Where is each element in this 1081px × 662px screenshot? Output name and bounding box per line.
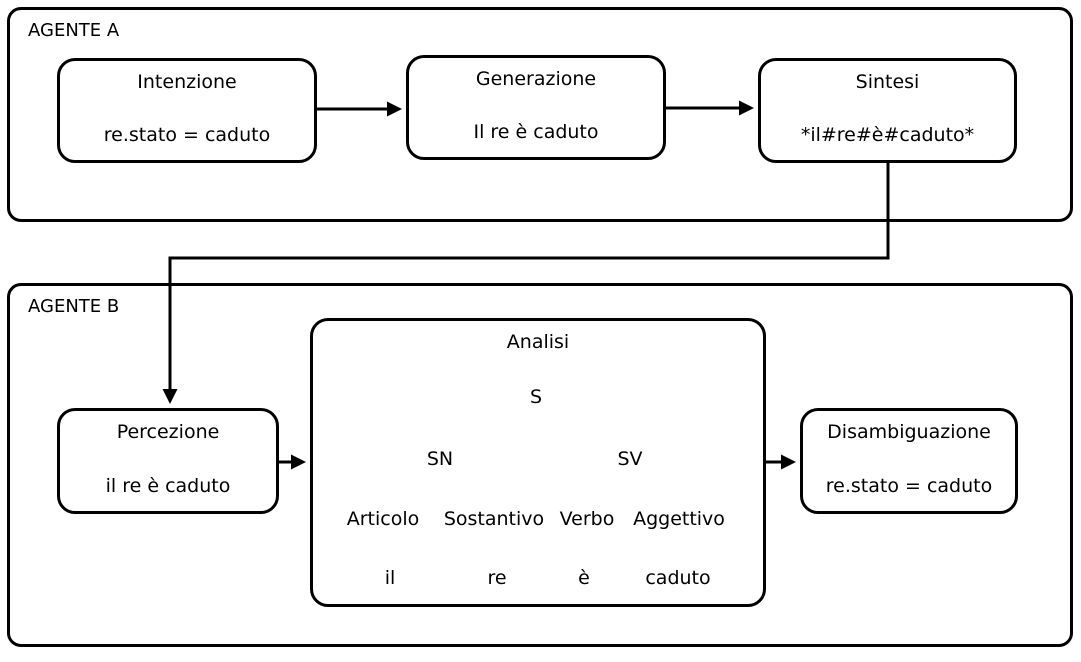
disambiguazione-box: Disambiguazione re.stato = caduto <box>800 408 1018 514</box>
tree-node-sostantivo: Sostantivo <box>441 508 547 530</box>
generazione-box: Generazione Il re è caduto <box>406 55 666 160</box>
intenzione-content: re.stato = caduto <box>103 124 271 146</box>
analisi-title: Analisi <box>506 331 570 353</box>
tree-leaf-e: è <box>576 567 592 589</box>
tree-leaf-il: il <box>382 567 398 589</box>
tree-node-verbo: Verbo <box>557 508 617 530</box>
agent-a-container: AGENTE A <box>7 7 1073 222</box>
disambiguazione-content: re.stato = caduto <box>825 475 993 497</box>
tree-leaf-caduto: caduto <box>643 567 713 589</box>
disambiguazione-title: Disambiguazione <box>827 421 991 443</box>
intenzione-box: Intenzione re.stato = caduto <box>57 58 317 163</box>
agent-b-label: AGENTE B <box>28 296 120 317</box>
percezione-content: il re è caduto <box>105 475 231 497</box>
tree-leaf-re: re <box>485 567 509 589</box>
intenzione-title: Intenzione <box>137 71 237 93</box>
generazione-title: Generazione <box>475 68 597 90</box>
agent-b-container: AGENTE B <box>7 283 1073 647</box>
percezione-title: Percezione <box>116 421 220 443</box>
sintesi-content: *il#re#è#caduto* <box>800 124 975 146</box>
generazione-content: Il re è caduto <box>473 121 599 143</box>
tree-node-articolo: Articolo <box>344 508 422 530</box>
tree-node-sv: SV <box>615 448 645 470</box>
analisi-box: Analisi <box>310 318 766 607</box>
tree-node-sn: SN <box>424 448 456 470</box>
sintesi-box: Sintesi *il#re#è#caduto* <box>758 58 1017 163</box>
percezione-box: Percezione il re è caduto <box>57 408 279 514</box>
sintesi-title: Sintesi <box>855 71 920 93</box>
tree-node-aggettivo: Aggettivo <box>631 508 727 530</box>
agent-a-label: AGENTE A <box>28 20 120 41</box>
tree-node-s: S <box>527 386 545 408</box>
